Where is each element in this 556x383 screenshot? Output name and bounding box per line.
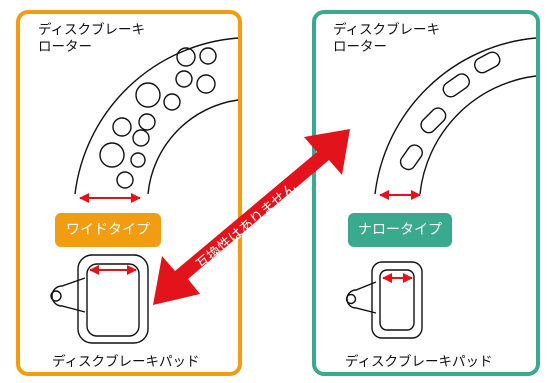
wide-rotor bbox=[74, 37, 239, 195]
wide-pad-label: ディスクブレーキパッド bbox=[52, 354, 200, 370]
wide-rotor-outer-edge bbox=[147, 99, 239, 195]
narrow-rotor-label-line2: ローター bbox=[333, 39, 387, 55]
narrow-type-panel bbox=[312, 10, 540, 376]
narrow-pad bbox=[345, 261, 423, 339]
incompatibility-arrow bbox=[153, 129, 350, 305]
narrow-pad-label: ディスクブレーキパッド bbox=[345, 354, 493, 370]
narrow-rotor-label-line1: ディスクブレーキ bbox=[333, 22, 441, 38]
wide-pad bbox=[50, 254, 149, 344]
wide-rotor-label-line2: ローター bbox=[38, 39, 92, 55]
narrow-rotor bbox=[374, 37, 537, 195]
wide-rotor-inner-edge bbox=[74, 37, 239, 195]
wide-rotor-label: ディスクブレーキ ローター bbox=[38, 22, 145, 56]
wide-rotor-holes bbox=[99, 47, 217, 189]
narrow-type-badge: ナロータイプ bbox=[348, 213, 452, 247]
narrow-rotor-inner-edge bbox=[374, 37, 537, 195]
wide-type-badge: ワイドタイプ bbox=[55, 213, 161, 247]
narrow-rotor-outer-edge bbox=[419, 75, 537, 195]
wide-rotor-label-line1: ディスクブレーキ bbox=[38, 22, 146, 38]
narrow-rotor-slots bbox=[399, 51, 501, 171]
narrow-rotor-label: ディスクブレーキ ローター bbox=[333, 22, 440, 56]
